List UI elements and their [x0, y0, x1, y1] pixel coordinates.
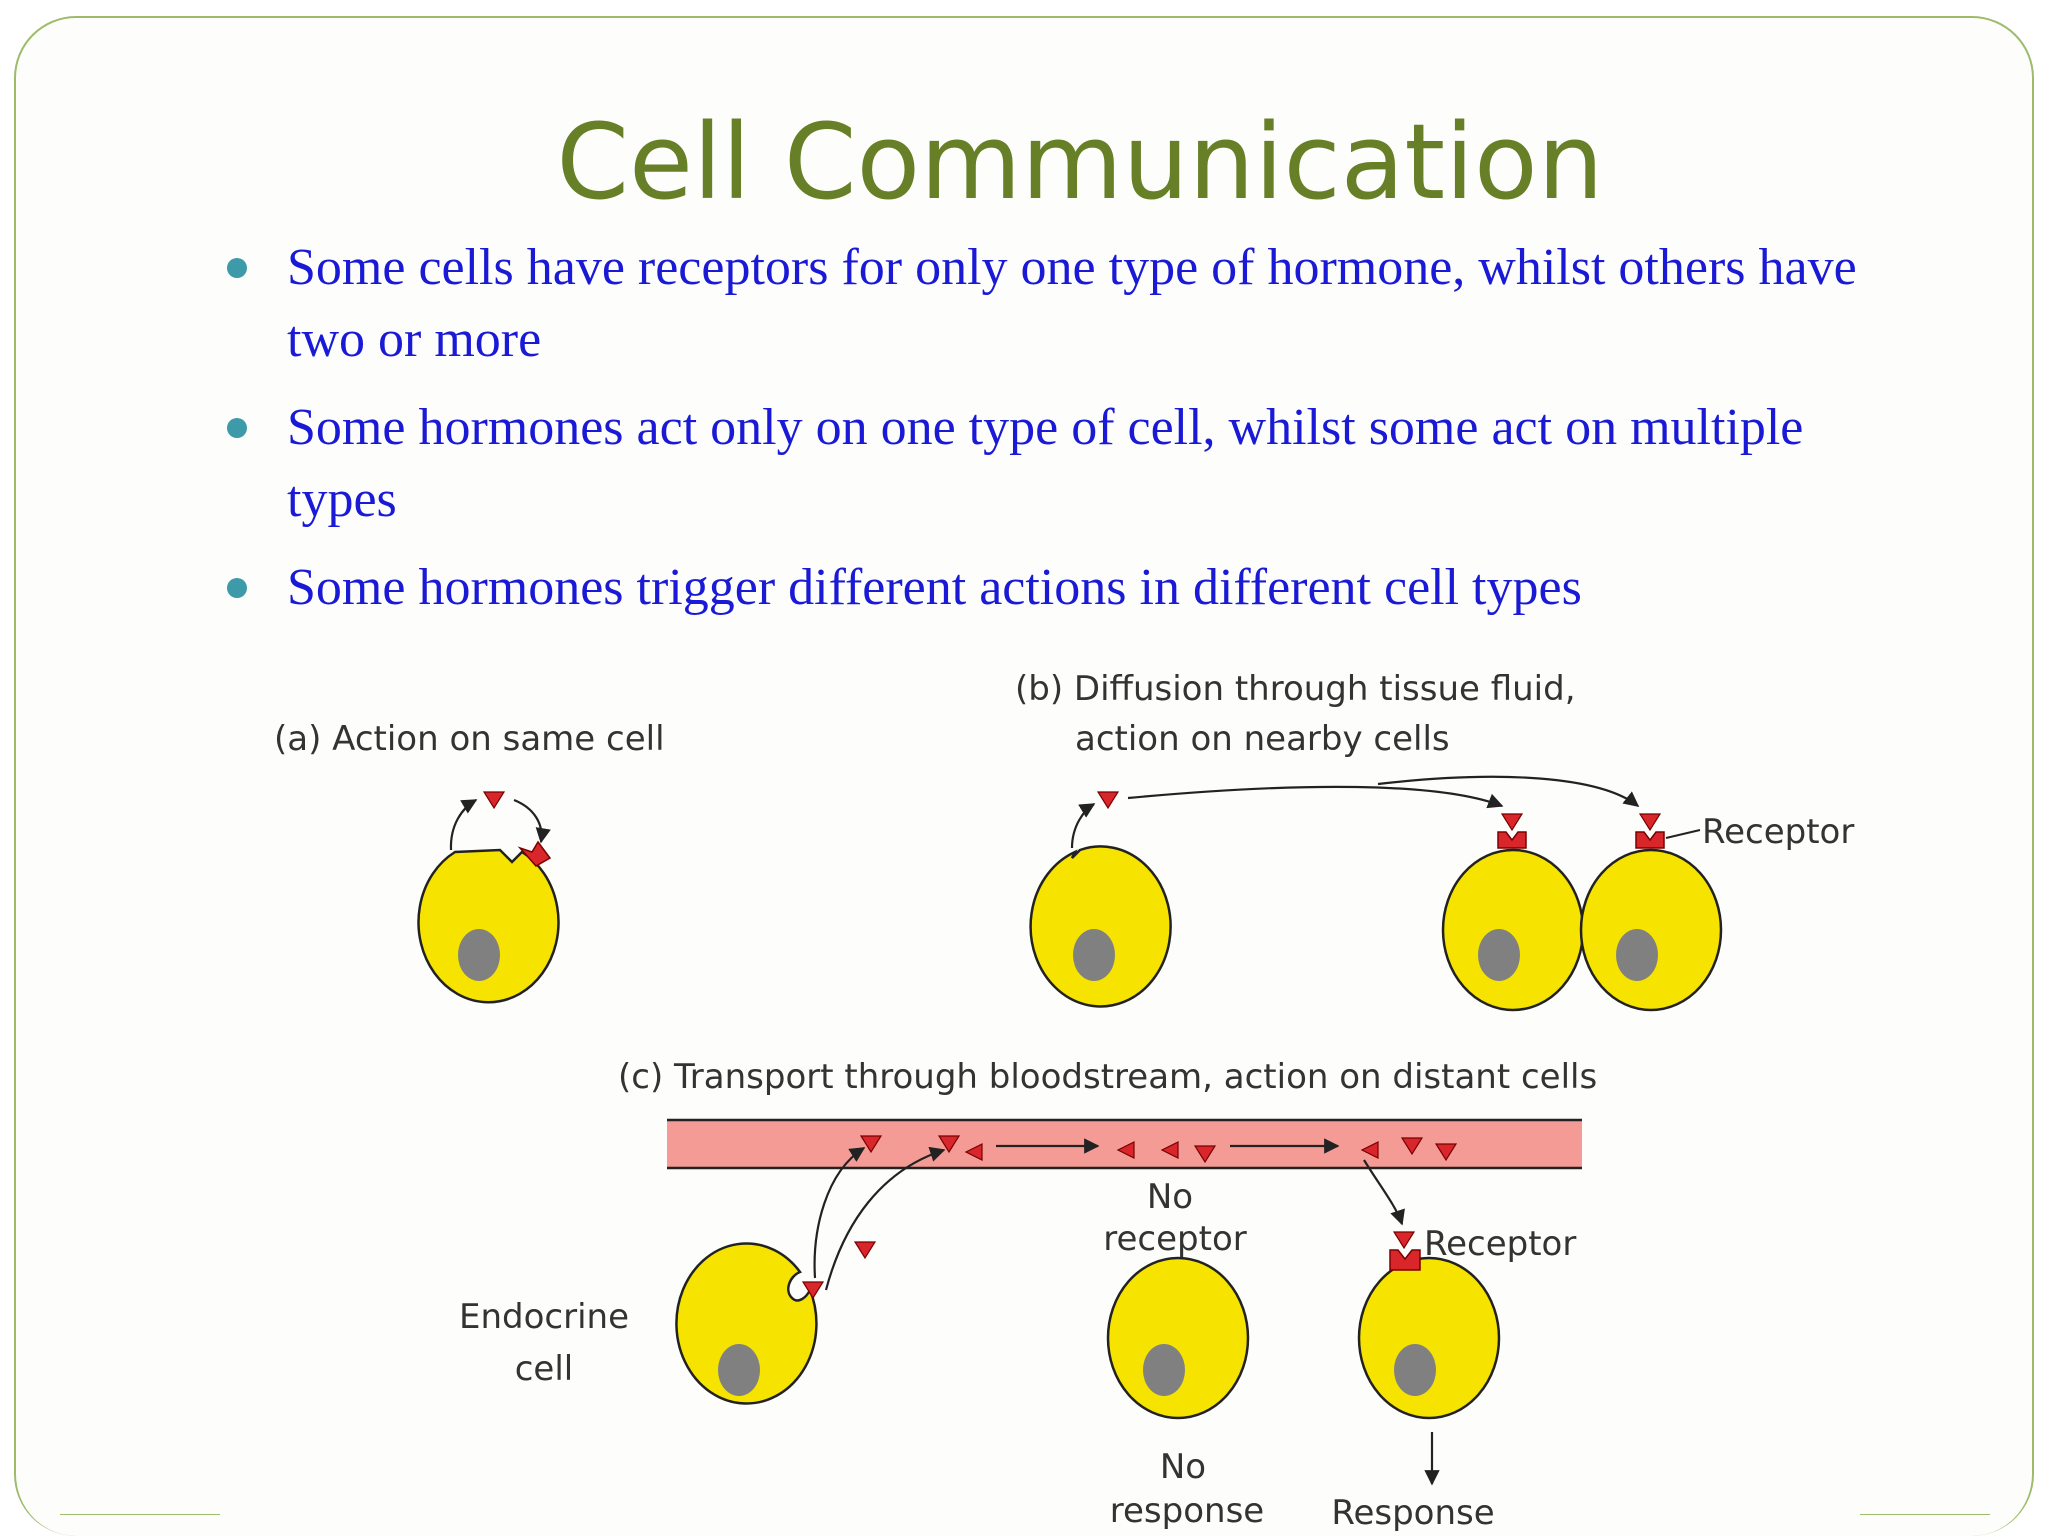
bullet-list: Some cells have receptors for only one t… [225, 232, 1925, 640]
cell-b-target-1 [1441, 813, 1585, 1012]
bloodstream [667, 1120, 1582, 1168]
arrow-secretion [449, 799, 478, 851]
panel-c-label: (c) Transport through bloodstream, actio… [618, 1057, 1597, 1097]
hormone-icon [482, 791, 506, 810]
nucleus [458, 929, 500, 981]
hormone-icon [1360, 1141, 1379, 1159]
hormone-icon [1400, 1137, 1424, 1156]
bullet-item-2: Some hormones act only on one type of ce… [225, 392, 1925, 536]
cell-body [1357, 1256, 1501, 1420]
nucleus [1143, 1344, 1185, 1396]
no-response-label-line2: response [1110, 1491, 1264, 1531]
receptor-icon [517, 840, 552, 867]
nucleus [718, 1344, 760, 1396]
panel-b-label-line1: (b) Diffusion through tissue fluid, [1015, 669, 1576, 709]
panel-a-label: (a) Action on same cell [274, 719, 665, 759]
bullet-text-1: Some cells have receptors for only one t… [287, 239, 1857, 368]
no-receptor-label-line2: receptor [1103, 1219, 1246, 1259]
hormone-icon [1500, 813, 1524, 832]
cell-body [1441, 848, 1585, 1012]
no-response-label-line1: No [1160, 1447, 1206, 1487]
cell-body [675, 1242, 818, 1405]
arrow-diffusion-1 [1127, 785, 1504, 809]
arrow-to-target [1363, 1159, 1405, 1226]
nucleus [1478, 929, 1520, 981]
hormone-icon [964, 1143, 983, 1161]
panel-b: (b) Diffusion through tissue fluid, acti… [1015, 669, 1854, 1012]
cell-body [1106, 1256, 1250, 1420]
hormone-icon [859, 1135, 883, 1154]
footer-divider-right [1860, 1514, 1990, 1515]
cell-body [1579, 848, 1723, 1012]
cell-with-receptor [1357, 1231, 1501, 1420]
panel-b-label-line2: action on nearby cells [1075, 719, 1450, 759]
hormone-icon [1392, 1231, 1416, 1250]
slide-title: Cell Communication [556, 101, 1604, 223]
bullet-dot-icon [227, 578, 247, 598]
hormone-icon [937, 1135, 961, 1154]
bullet-dot-icon [227, 258, 247, 278]
no-receptor-label-line1: No [1147, 1177, 1193, 1217]
bullet-text-2: Some hormones act only on one type of ce… [287, 399, 1804, 528]
arrow-binding [513, 798, 551, 844]
arrow-secretion-2 [824, 1146, 946, 1291]
endocrine-label-line2: cell [515, 1349, 574, 1389]
receptor-icon [1497, 831, 1527, 849]
hormone-icon [801, 1281, 825, 1300]
footer-divider-left [60, 1514, 220, 1515]
hormone-icon [853, 1241, 877, 1260]
bullet-text-3: Some hormones trigger different actions … [287, 559, 1582, 616]
receptor-icon [1635, 831, 1665, 849]
arrow-secretion [1070, 803, 1096, 849]
nucleus [1073, 929, 1115, 981]
receptor-leader-line [1665, 829, 1701, 839]
hormone-icon [1116, 1141, 1135, 1159]
cell-body [417, 848, 560, 1004]
panel-a: (a) Action on same cell [274, 719, 665, 1004]
hormone-icon [1434, 1143, 1458, 1162]
endocrine-label-line1: Endocrine [459, 1297, 629, 1337]
cell-b-target-2 [1579, 813, 1723, 1012]
cell-body [1029, 845, 1172, 1008]
bullet-item-1: Some cells have receptors for only one t… [225, 232, 1925, 376]
panel-c-receptor-label: Receptor [1424, 1224, 1576, 1264]
slide-frame [14, 16, 2034, 1536]
hormone-icon [1096, 791, 1120, 810]
arrow-secretion-1 [813, 1147, 866, 1279]
hormone-icon [1160, 1141, 1179, 1159]
arrow-diffusion-2 [1377, 775, 1640, 807]
endocrine-cell [675, 1242, 818, 1405]
nucleus [1394, 1344, 1436, 1396]
bullet-dot-icon [227, 418, 247, 438]
hormone-icon [1193, 1145, 1217, 1164]
panel-c: (c) Transport through bloodstream, actio… [459, 1057, 1597, 1533]
cell-a [417, 840, 560, 1004]
cell-no-receptor [1106, 1256, 1250, 1420]
response-label: Response [1331, 1493, 1494, 1533]
receptor-icon [1389, 1249, 1421, 1271]
hormone-icon [1638, 813, 1662, 832]
nucleus [1616, 929, 1658, 981]
panel-b-receptor-label: Receptor [1702, 812, 1854, 852]
cell-b-source [1029, 845, 1172, 1008]
bullet-item-3: Some hormones trigger different actions … [225, 552, 1925, 624]
